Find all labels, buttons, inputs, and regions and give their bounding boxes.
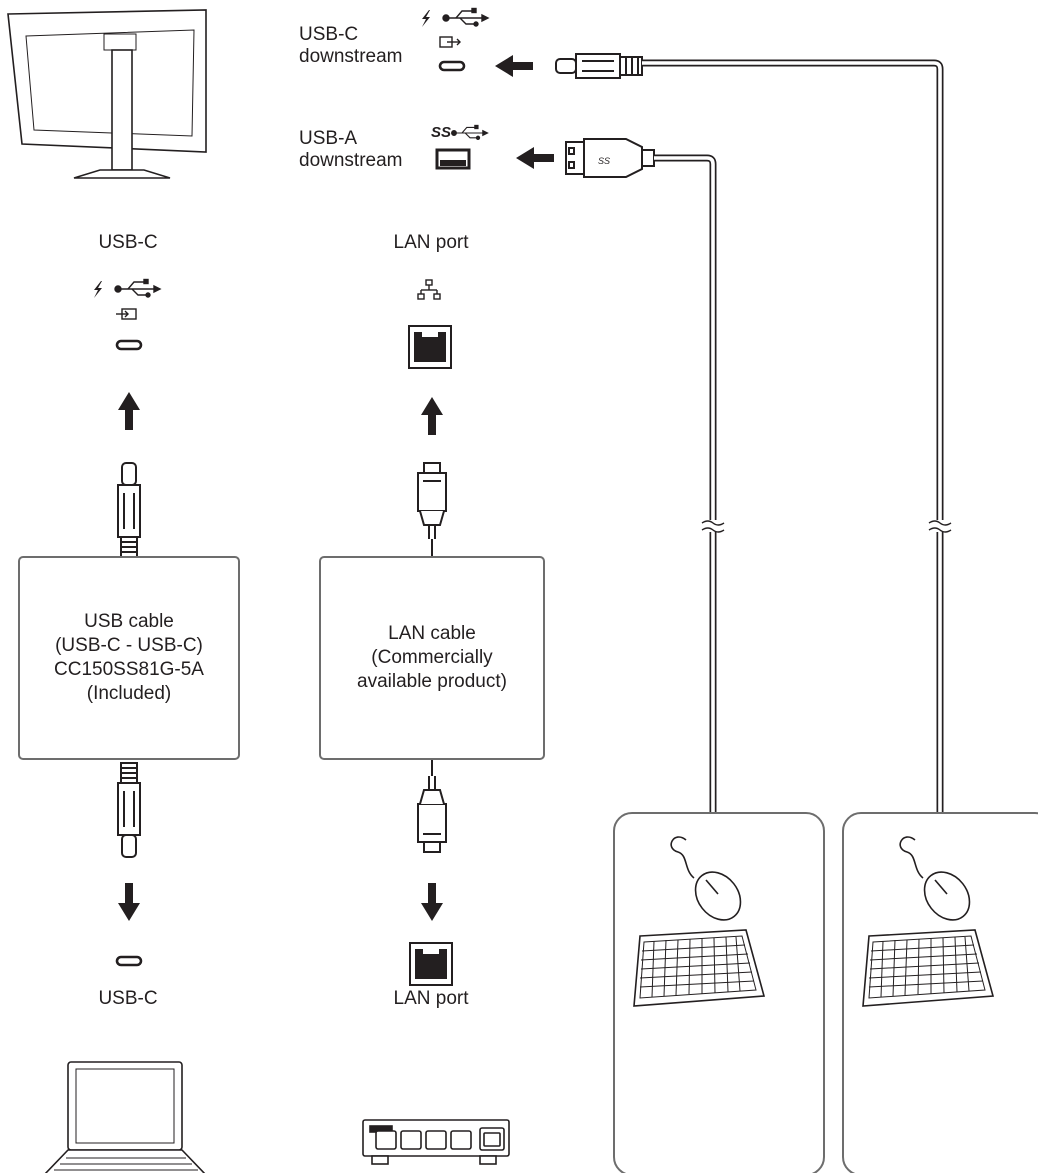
rj45-plug-bottom: [417, 775, 447, 853]
usbc-port-symbols-top: [94, 278, 161, 351]
rj45-plug-top: [417, 462, 447, 540]
arrow-down-usb: [118, 883, 140, 921]
computer-usbc-label: USB-C: [98, 988, 158, 1009]
usbc-plug-top: [117, 462, 141, 558]
monitor-lan-label: LAN port: [393, 232, 469, 253]
lan-cable-text: LAN cable (Commercially available produc…: [357, 623, 507, 692]
arrow-down-lan: [421, 883, 443, 921]
laptop-illustration: [44, 1061, 206, 1173]
monitor-illustration: [7, 9, 207, 179]
lan-port-top: [408, 325, 452, 369]
superspeed-usb-icon: SS: [431, 124, 489, 141]
arrow-up-lan: [421, 397, 443, 435]
svg-text:SS: SS: [598, 156, 610, 166]
network-icon: [417, 279, 441, 300]
usbc-downstream-symbols: [422, 7, 489, 72]
monitor-usbc-label: USB-C: [98, 232, 158, 253]
network-switch-illustration: [362, 1119, 510, 1165]
usba-downstream-label: USB-A downstream: [299, 128, 403, 171]
usbc-downstream-label: USB-C downstream: [299, 24, 403, 67]
arrow-up-usb: [118, 392, 140, 430]
usb-cable-text: USB cable (USB-C - USB-C) CC150SS81G-5A …: [54, 611, 204, 704]
lan-port-bottom: [409, 942, 453, 986]
usbc-plug-right: [555, 53, 643, 79]
arrow-left-usbc: [495, 55, 533, 77]
arrow-left-usba: [516, 147, 554, 169]
svg-text:SS: SS: [431, 124, 451, 141]
usb-cable-box: USB cable (USB-C - USB-C) CC150SS81G-5A …: [18, 556, 240, 760]
usbc-plug-bottom: [117, 762, 141, 858]
lan-cable-box: LAN cable (Commercially available produc…: [319, 556, 545, 760]
usba-plug-right: SS: [565, 138, 655, 178]
usbc-port-bottom: [115, 955, 143, 967]
hub-lan-label: LAN port: [393, 988, 469, 1009]
cable-break-marks: [700, 520, 953, 533]
